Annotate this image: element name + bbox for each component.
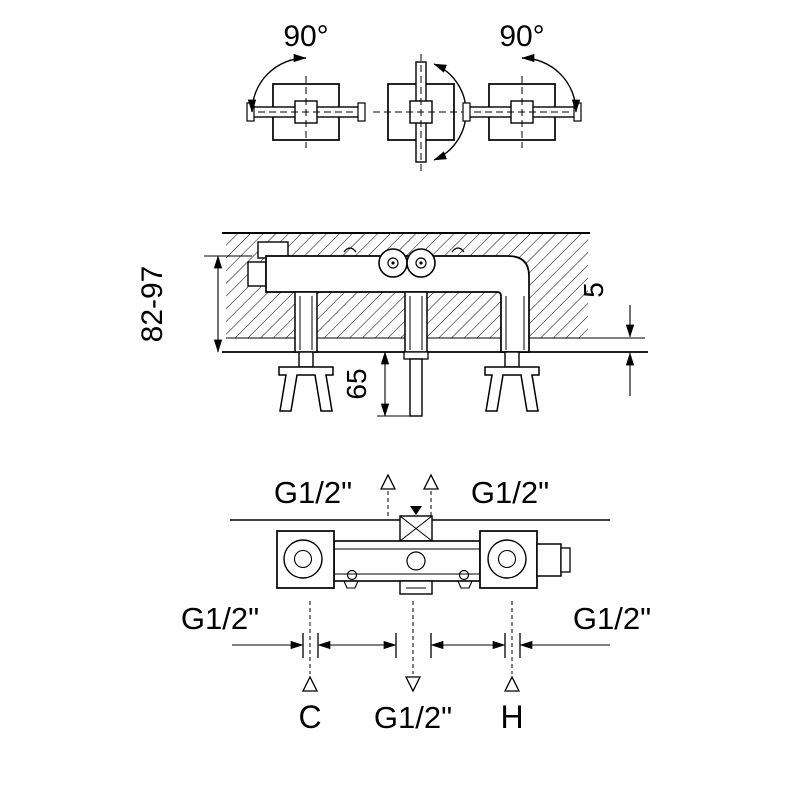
lug-detail [343, 580, 359, 589]
inlet-stub [247, 261, 267, 287]
rotation-arc-left-icon [247, 53, 307, 113]
dimension-finish-tolerance: 5 [578, 282, 635, 396]
cross-handle-left [278, 366, 334, 412]
center-triangle-icon [404, 676, 422, 693]
right-connection-label: G1/2" [573, 601, 651, 636]
handle-cap [357, 102, 366, 122]
valve-cap-inner [415, 257, 427, 269]
clip-mark [343, 247, 357, 253]
hot-label: H [500, 699, 523, 735]
mixer-pipe-body [265, 255, 530, 353]
top-left-connection-label: G1/2" [274, 475, 352, 510]
handle-cap [462, 102, 471, 122]
plan-view: G1/2" G1/2" G1/2" G1/2" [181, 473, 651, 735]
valve-front-view-left: 90° [246, 20, 366, 148]
port-cross-line [399, 515, 433, 542]
cross-handle-right [484, 366, 540, 412]
handle-neck-left [298, 351, 314, 368]
cold-label: C [298, 699, 321, 735]
angle-label-left: 90° [283, 20, 328, 53]
dimension-spout-projection: 65 [341, 351, 412, 417]
top-right-connection-label: G1/2" [471, 475, 549, 510]
finish-tolerance-label: 5 [578, 282, 609, 298]
hot-triangle-icon [503, 675, 521, 692]
cold-triangle-icon [301, 675, 319, 692]
valve-cap-dot [419, 261, 423, 265]
valve-side-view-center [373, 54, 469, 172]
valve-port-inner [497, 549, 517, 569]
screw-detail [458, 569, 470, 581]
valve-port-inner [293, 549, 313, 569]
spout-flange [403, 351, 429, 360]
lug-detail [457, 580, 473, 589]
valve-port-right [487, 539, 527, 579]
spout-pipe [409, 358, 423, 417]
flow-arrow-down-icon [410, 506, 422, 515]
connection-triangle-top-left-icon [379, 473, 397, 490]
clip-mark [451, 247, 465, 253]
connection-spacing-dimensions [232, 601, 610, 674]
diverter-detail [406, 551, 426, 571]
valve-front-view-right: 90° [462, 20, 582, 148]
valve-drop-center [404, 291, 428, 353]
valve-drop-left [294, 291, 318, 353]
spout-projection-label: 65 [341, 368, 372, 399]
wall-section-view [222, 232, 648, 417]
angle-label-right: 90° [499, 20, 544, 53]
valve-cap-dot [391, 261, 395, 265]
center-connection-label: G1/2" [374, 700, 452, 735]
left-connection-label: G1/2" [181, 601, 259, 636]
installation-depth-label: 82-97 [136, 266, 169, 343]
outlet-body [536, 543, 562, 577]
handle-neck-right [504, 351, 520, 368]
outlet-tip [560, 547, 571, 573]
screw-detail [346, 569, 358, 581]
valve-port-left [283, 539, 323, 579]
valve-cap-inner [387, 257, 399, 269]
connection-triangle-top-right-icon [422, 473, 440, 490]
dimension-installation-depth: 82-97 [136, 255, 252, 353]
rotation-arc-right-icon [521, 53, 581, 113]
